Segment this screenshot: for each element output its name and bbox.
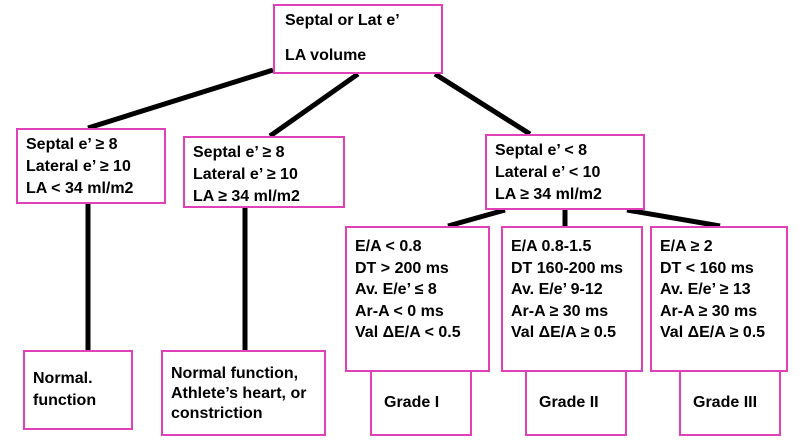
root-line-2: LA volume [285, 47, 367, 64]
criteria-line: Av. E/e’ ≤ 8 [355, 281, 437, 298]
criteria-line: Lateral e’ ≥ 10 [193, 166, 298, 183]
criteria-line: Val ΔE/A ≥ 0.5 [511, 324, 617, 341]
grade-label: Grade I [384, 394, 440, 411]
criteria-line: Val ΔE/A ≥ 0.5 [660, 324, 766, 341]
grade-label: Grade II [539, 394, 599, 411]
branch-normal-criteria: Septal e’ ≥ 8 Lateral e’ ≥ 10 LA < 34 ml… [16, 128, 166, 204]
outcome-athlete-heart: Normal function, Athlete’s heart, or con… [161, 350, 326, 436]
outcome-grade-2: Grade II [525, 370, 627, 436]
criteria-line: Lateral e’ < 10 [495, 164, 601, 181]
criteria-line: Ar-A < 0 ms [355, 302, 444, 320]
outcome-grade-1: Grade I [370, 370, 472, 436]
connector-dysfunction-to-grade1 [447, 207, 506, 229]
criteria-line: DT > 200 ms [355, 259, 449, 277]
outcome-line: Athlete’s heart, or [171, 385, 307, 402]
grade1-criteria: E/A < 0.8 DT > 200 ms Av. E/e’ ≤ 8 Ar-A … [345, 226, 490, 372]
criteria-line: Septal e’ < 8 [495, 142, 588, 159]
grade-label: Grade III [693, 394, 758, 411]
criteria-line: Av. E/e’ 9-12 [511, 281, 603, 298]
outcome-line: constriction [171, 405, 263, 422]
branch-athlete-criteria: Septal e’ ≥ 8 Lateral e’ ≥ 10 LA ≥ 34 ml… [183, 136, 345, 208]
criteria-line: Lateral e’ ≥ 10 [26, 158, 131, 175]
connector-dysfunction-to-grade3 [626, 207, 721, 229]
root-node: Septal or Lat e’ LA volume [273, 4, 443, 74]
outcome-grade-3: Grade III [679, 370, 781, 436]
criteria-line: DT 160-200 ms [511, 259, 624, 277]
grade2-criteria: E/A 0.8-1.5 DT 160-200 ms Av. E/e’ 9-12 … [501, 226, 643, 372]
criteria-line: LA ≥ 34 ml/m2 [495, 186, 602, 203]
criteria-line: Ar-A ≥ 30 ms [660, 302, 758, 320]
connector-root-to-dysfunction [433, 71, 532, 137]
criteria-line: E/A ≥ 2 [660, 238, 713, 255]
grade3-criteria: E/A ≥ 2 DT < 160 ms Av. E/e’ ≥ 13 Ar-A ≥… [650, 226, 788, 372]
outcome-normal-function: Normal. function [23, 350, 133, 430]
criteria-line: Ar-A ≥ 30 ms [511, 302, 609, 320]
outcome-line: function [33, 392, 97, 409]
outcome-line: Normal function, [171, 365, 299, 382]
criteria-line: E/A < 0.8 [355, 238, 422, 255]
criteria-line: LA ≥ 34 ml/m2 [193, 188, 300, 205]
criteria-line: DT < 160 ms [660, 259, 754, 277]
connector-root-to-athlete [268, 71, 360, 139]
criteria-line: Av. E/e’ ≥ 13 [660, 281, 751, 298]
outcome-line: Normal. [33, 370, 93, 387]
criteria-line: LA < 34 ml/m2 [26, 180, 134, 197]
branch-dysfunction-criteria: Septal e’ < 8 Lateral e’ < 10 LA ≥ 34 ml… [485, 134, 645, 210]
root-line-1: Septal or Lat e’ [285, 12, 400, 29]
criteria-line: Septal e’ ≥ 8 [26, 136, 118, 153]
criteria-line: Val ΔE/A < 0.5 [355, 324, 461, 341]
criteria-line: Septal e’ ≥ 8 [193, 144, 285, 161]
criteria-line: E/A 0.8-1.5 [511, 238, 592, 255]
connector-root-to-normal [87, 67, 274, 131]
